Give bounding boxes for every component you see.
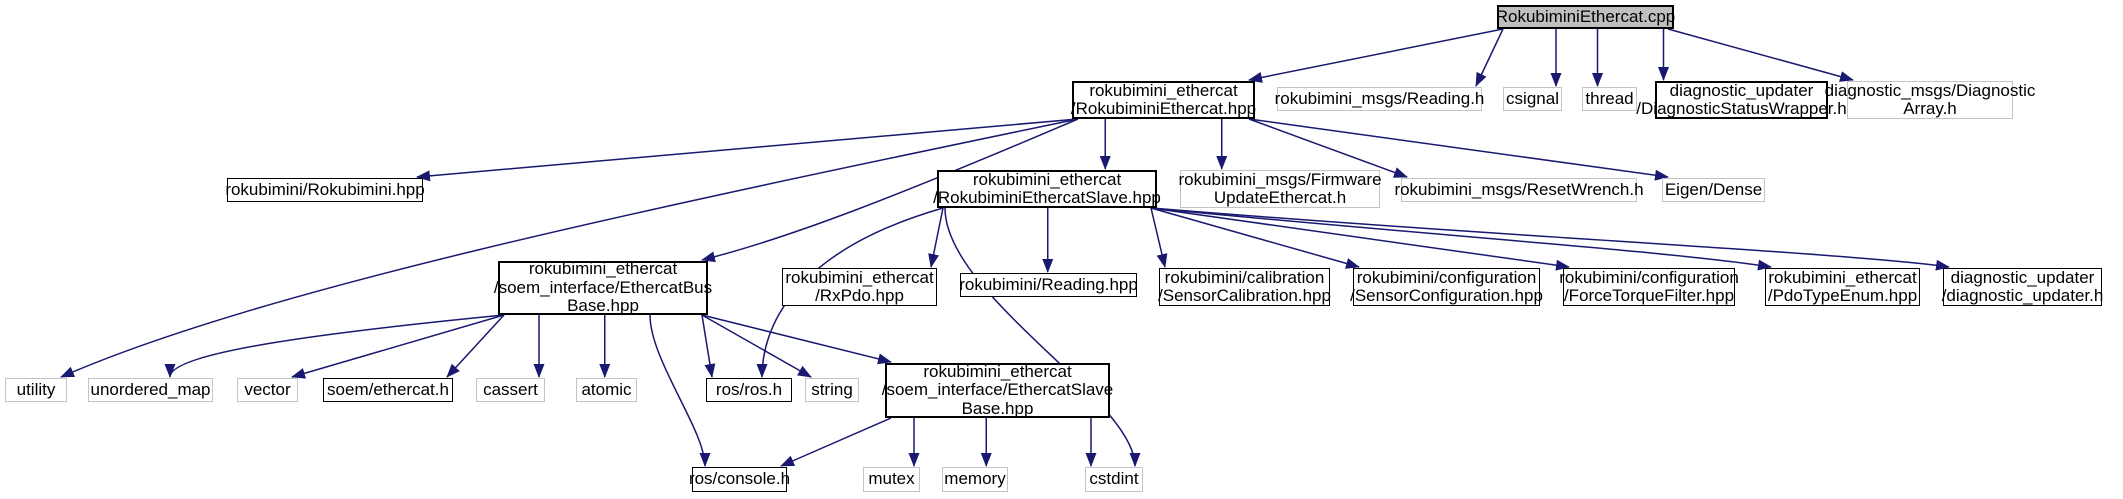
- graph-node-utility: utility: [5, 378, 67, 402]
- graph-node-vector: vector: [237, 378, 298, 402]
- graph-node-msgs_reading: rokubimini_msgs/Reading.h: [1274, 87, 1485, 111]
- graph-node-hpp[interactable]: rokubimini_ethercat /RokubiminiEthercat.…: [1070, 80, 1257, 119]
- edge-busbase-soem: [446, 314, 505, 378]
- edge-busbase-console: [649, 314, 711, 467]
- edge-busbase-vector: [291, 314, 505, 379]
- graph-node-label: rokubimini_ethercat /PdoTypeEnum.hpp: [1767, 267, 1918, 305]
- edge-busbase-slavebase: [701, 314, 892, 365]
- edge-cpp-diag_array: [1667, 28, 1854, 82]
- graph-node-label: diagnostic_msgs/Diagnostic Array.h: [1824, 80, 2036, 118]
- graph-node-cstdint: cstdint: [1085, 467, 1143, 492]
- edge-slavebase-console: [780, 417, 892, 467]
- graph-node-label: cstdint: [1089, 469, 1139, 489]
- graph-node-label: utility: [16, 379, 56, 399]
- edge-cpp-msgs_reading: [1475, 28, 1504, 87]
- edge-slave_hpp-rxpdo: [928, 207, 944, 268]
- edge-slave_hpp-sensor_config: [1150, 207, 1360, 269]
- edge-slave_hpp-cstdint: [944, 207, 1141, 467]
- graph-node-memory: memory: [942, 467, 1008, 492]
- graph-node-resetwrench: rokubimini_msgs/ResetWrench.h: [1394, 178, 1644, 202]
- edge-slave_hpp-sensor_calib: [1150, 207, 1168, 268]
- graph-node-thread: thread: [1582, 87, 1637, 111]
- graph-node-diag_updater[interactable]: diagnostic_updater /diagnostic_updater.h: [1941, 267, 2104, 306]
- graph-node-busbase[interactable]: rokubimini_ethercat /soem_interface/Ethe…: [494, 260, 712, 315]
- graph-node-label: Eigen/Dense: [1664, 179, 1763, 199]
- graph-node-label: rokubimini_msgs/Reading.h: [1274, 88, 1485, 108]
- graph-node-sensor_config[interactable]: rokubimini/configuration /SensorConfigur…: [1350, 267, 1543, 306]
- graph-node-label: rokubimini_ethercat /RokubiminiEthercatS…: [933, 169, 1161, 207]
- edge-slave_hpp-pdo_enum: [1150, 207, 1772, 271]
- graph-node-console[interactable]: ros/console.h: [688, 467, 791, 492]
- graph-node-label: rokubimini/Reading.hpp: [959, 274, 1138, 294]
- graph-node-cassert: cassert: [476, 378, 545, 402]
- graph-node-rxpdo[interactable]: rokubimini_ethercat /RxPdo.hpp: [782, 268, 937, 306]
- edge-hpp-eigen: [1248, 118, 1669, 181]
- graph-node-label: rokubimini_ethercat /RokubiminiEthercat.…: [1070, 80, 1257, 118]
- graph-node-label: string: [811, 379, 853, 399]
- graph-node-label: atomic: [581, 379, 632, 399]
- graph-node-label: rokubimini_ethercat /soem_interface/Ethe…: [881, 361, 1114, 418]
- graph-node-diag_array: diagnostic_msgs/Diagnostic Array.h: [1825, 81, 2035, 119]
- graph-node-label: rokubimini/Rokubimini.hpp: [225, 179, 425, 199]
- graph-node-mutex: mutex: [863, 467, 920, 492]
- graph-node-unordered_map: unordered_map: [88, 378, 213, 402]
- graph-node-ros_h[interactable]: ros/ros.h: [706, 378, 792, 402]
- graph-node-label: thread: [1585, 88, 1634, 108]
- graph-node-label: rokubimini_ethercat /soem_interface/Ethe…: [493, 259, 713, 316]
- graph-node-label: rokubimini_msgs/ResetWrench.h: [1394, 179, 1644, 199]
- edge-cpp-hpp: [1248, 28, 1504, 83]
- graph-node-label: cassert: [483, 379, 538, 399]
- graph-node-label: soem/ethercat.h: [327, 379, 449, 399]
- edge-hpp-resetwrench: [1248, 118, 1408, 178]
- graph-node-label: rokubimini_msgs/Firmware UpdateEthercat.…: [1178, 169, 1382, 207]
- edge-slave_hpp-ft_filter: [1150, 207, 1570, 271]
- graph-node-label: ros/console.h: [688, 469, 791, 489]
- graph-node-label: vector: [244, 379, 291, 399]
- graph-node-soem[interactable]: soem/ethercat.h: [323, 378, 453, 402]
- graph-node-label: rokubimini_ethercat /RxPdo.hpp: [785, 267, 934, 305]
- graph-node-label: rokubimini/configuration /ForceTorqueFil…: [1559, 267, 1739, 305]
- graph-node-label: RokubiminiEthercat.cpp: [1495, 6, 1676, 26]
- edge-busbase-unordered_map: [164, 314, 505, 378]
- graph-node-label: diagnostic_updater /DiagnosticStatusWrap…: [1636, 80, 1847, 118]
- graph-node-label: rokubimini/configuration /SensorConfigur…: [1350, 267, 1543, 305]
- graph-node-label: csignal: [1506, 88, 1559, 108]
- graph-node-label: diagnostic_updater /diagnostic_updater.h: [1941, 267, 2104, 305]
- graph-node-eigen: Eigen/Dense: [1662, 178, 1765, 202]
- graph-node-csignal: csignal: [1503, 87, 1562, 111]
- graph-node-rokubimini_hpp[interactable]: rokubimini/Rokubimini.hpp: [225, 178, 425, 202]
- graph-node-label: memory: [944, 469, 1006, 489]
- graph-node-string: string: [805, 378, 859, 402]
- graph-node-slave_hpp[interactable]: rokubimini_ethercat /RokubiminiEthercatS…: [933, 170, 1161, 208]
- graph-node-pdo_enum[interactable]: rokubimini_ethercat /PdoTypeEnum.hpp: [1765, 268, 1920, 306]
- graph-node-label: unordered_map: [90, 379, 211, 399]
- edge-busbase-ros_h: [701, 314, 716, 378]
- graph-node-slavebase[interactable]: rokubimini_ethercat /soem_interface/Ethe…: [882, 362, 1113, 418]
- graph-node-atomic: atomic: [576, 378, 637, 402]
- edge-slave_hpp-diag_updater: [1150, 207, 1950, 271]
- graph-node-ft_filter[interactable]: rokubimini/configuration /ForceTorqueFil…: [1559, 268, 1739, 306]
- edge-hpp-busbase: [701, 118, 1079, 263]
- graph-node-label: ros/ros.h: [715, 379, 783, 399]
- graph-node-label: mutex: [868, 469, 915, 489]
- edge-hpp-utility: [60, 118, 1079, 378]
- graph-node-firmware: rokubimini_msgs/Firmware UpdateEthercat.…: [1178, 169, 1382, 208]
- graph-node-reading_hpp[interactable]: rokubimini/Reading.hpp: [959, 273, 1138, 297]
- graph-node-diag_wrapper[interactable]: diagnostic_updater /DiagnosticStatusWrap…: [1636, 81, 1847, 119]
- graph-node-sensor_calib[interactable]: rokubimini/calibration /SensorCalibratio…: [1158, 267, 1331, 306]
- edge-busbase-string: [701, 314, 812, 378]
- edge-hpp-rokubimini_hpp: [416, 118, 1079, 182]
- graph-node-cpp: RokubiminiEthercat.cpp: [1495, 5, 1676, 29]
- graph-node-label: rokubimini/calibration /SensorCalibratio…: [1158, 267, 1331, 305]
